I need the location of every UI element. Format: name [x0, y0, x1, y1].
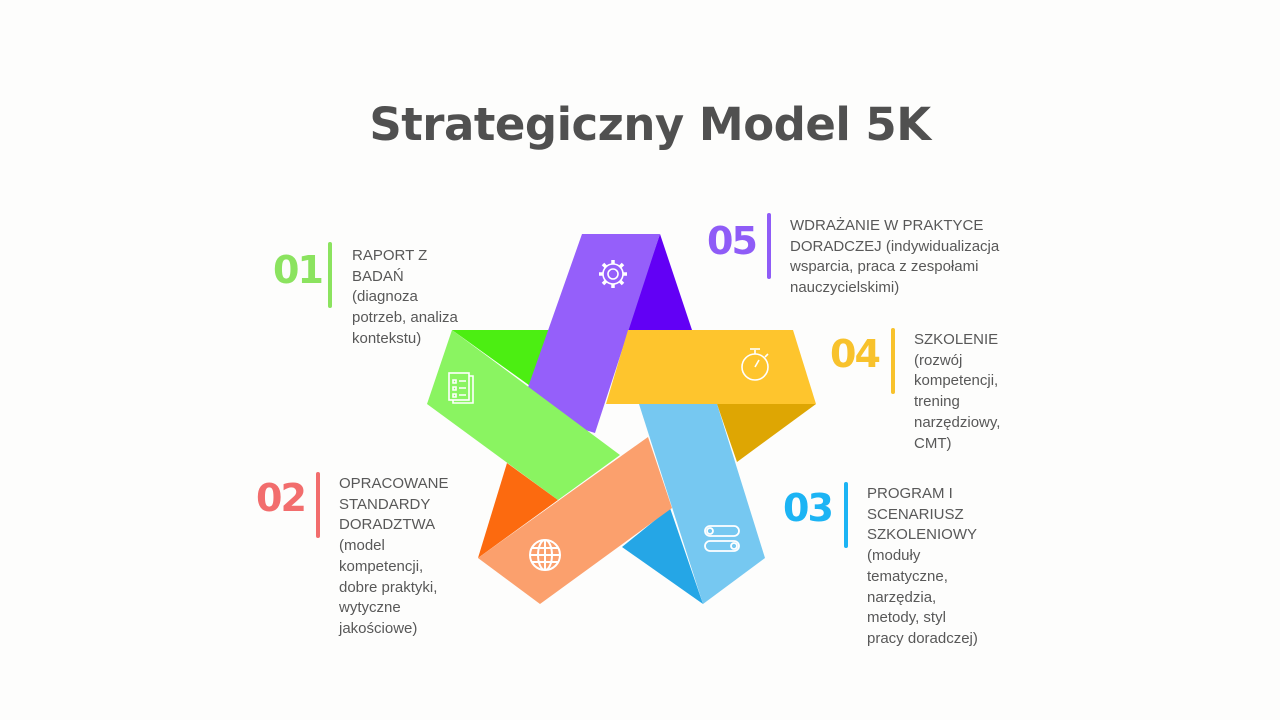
blue-band	[639, 404, 765, 604]
blue-fold	[622, 508, 703, 604]
page-title: Strategiczny Model 5K	[369, 98, 931, 151]
purple-band	[520, 234, 660, 433]
step-01-divider	[328, 242, 332, 308]
orange-band	[478, 437, 672, 604]
yellow-fold	[717, 404, 816, 462]
step-05-number: 05	[707, 219, 758, 263]
step-04-number: 04	[830, 332, 881, 376]
stopwatch-icon	[741, 348, 769, 381]
step-03-divider	[844, 482, 848, 548]
purple-fold	[627, 234, 692, 330]
step-03-description: PROGRAM I SCENARIUSZ SZKOLENIOWY (moduły…	[867, 485, 978, 647]
step-05-divider	[767, 213, 771, 279]
step-02-description: OPRACOWANE STANDARDY DORADZTWA (model ko…	[339, 475, 449, 637]
step-05-description: WDRAŻANIE W PRAKTYCE DORADCZEJ (indywidu…	[790, 217, 1000, 297]
gear-icon	[599, 260, 627, 288]
step-04-description: SZKOLENIE (rozwój kompetencji, trening n…	[914, 331, 1001, 452]
step-02-number: 02	[256, 476, 307, 520]
step-02-divider	[316, 472, 320, 538]
step-01-description: RAPORT Z BADAŃ (diagnoza potrzeb, analiz…	[352, 247, 458, 347]
orange-fold	[478, 463, 558, 558]
step-04-divider	[891, 328, 895, 394]
green-band	[427, 330, 620, 500]
step-01-number: 01	[273, 248, 324, 292]
step-03-number: 03	[783, 486, 834, 530]
toggle-switches-icon	[704, 525, 740, 552]
globe-icon	[529, 539, 561, 571]
document-checklist-icon	[448, 372, 474, 404]
yellow-band	[606, 330, 816, 404]
green-fold	[452, 330, 552, 388]
